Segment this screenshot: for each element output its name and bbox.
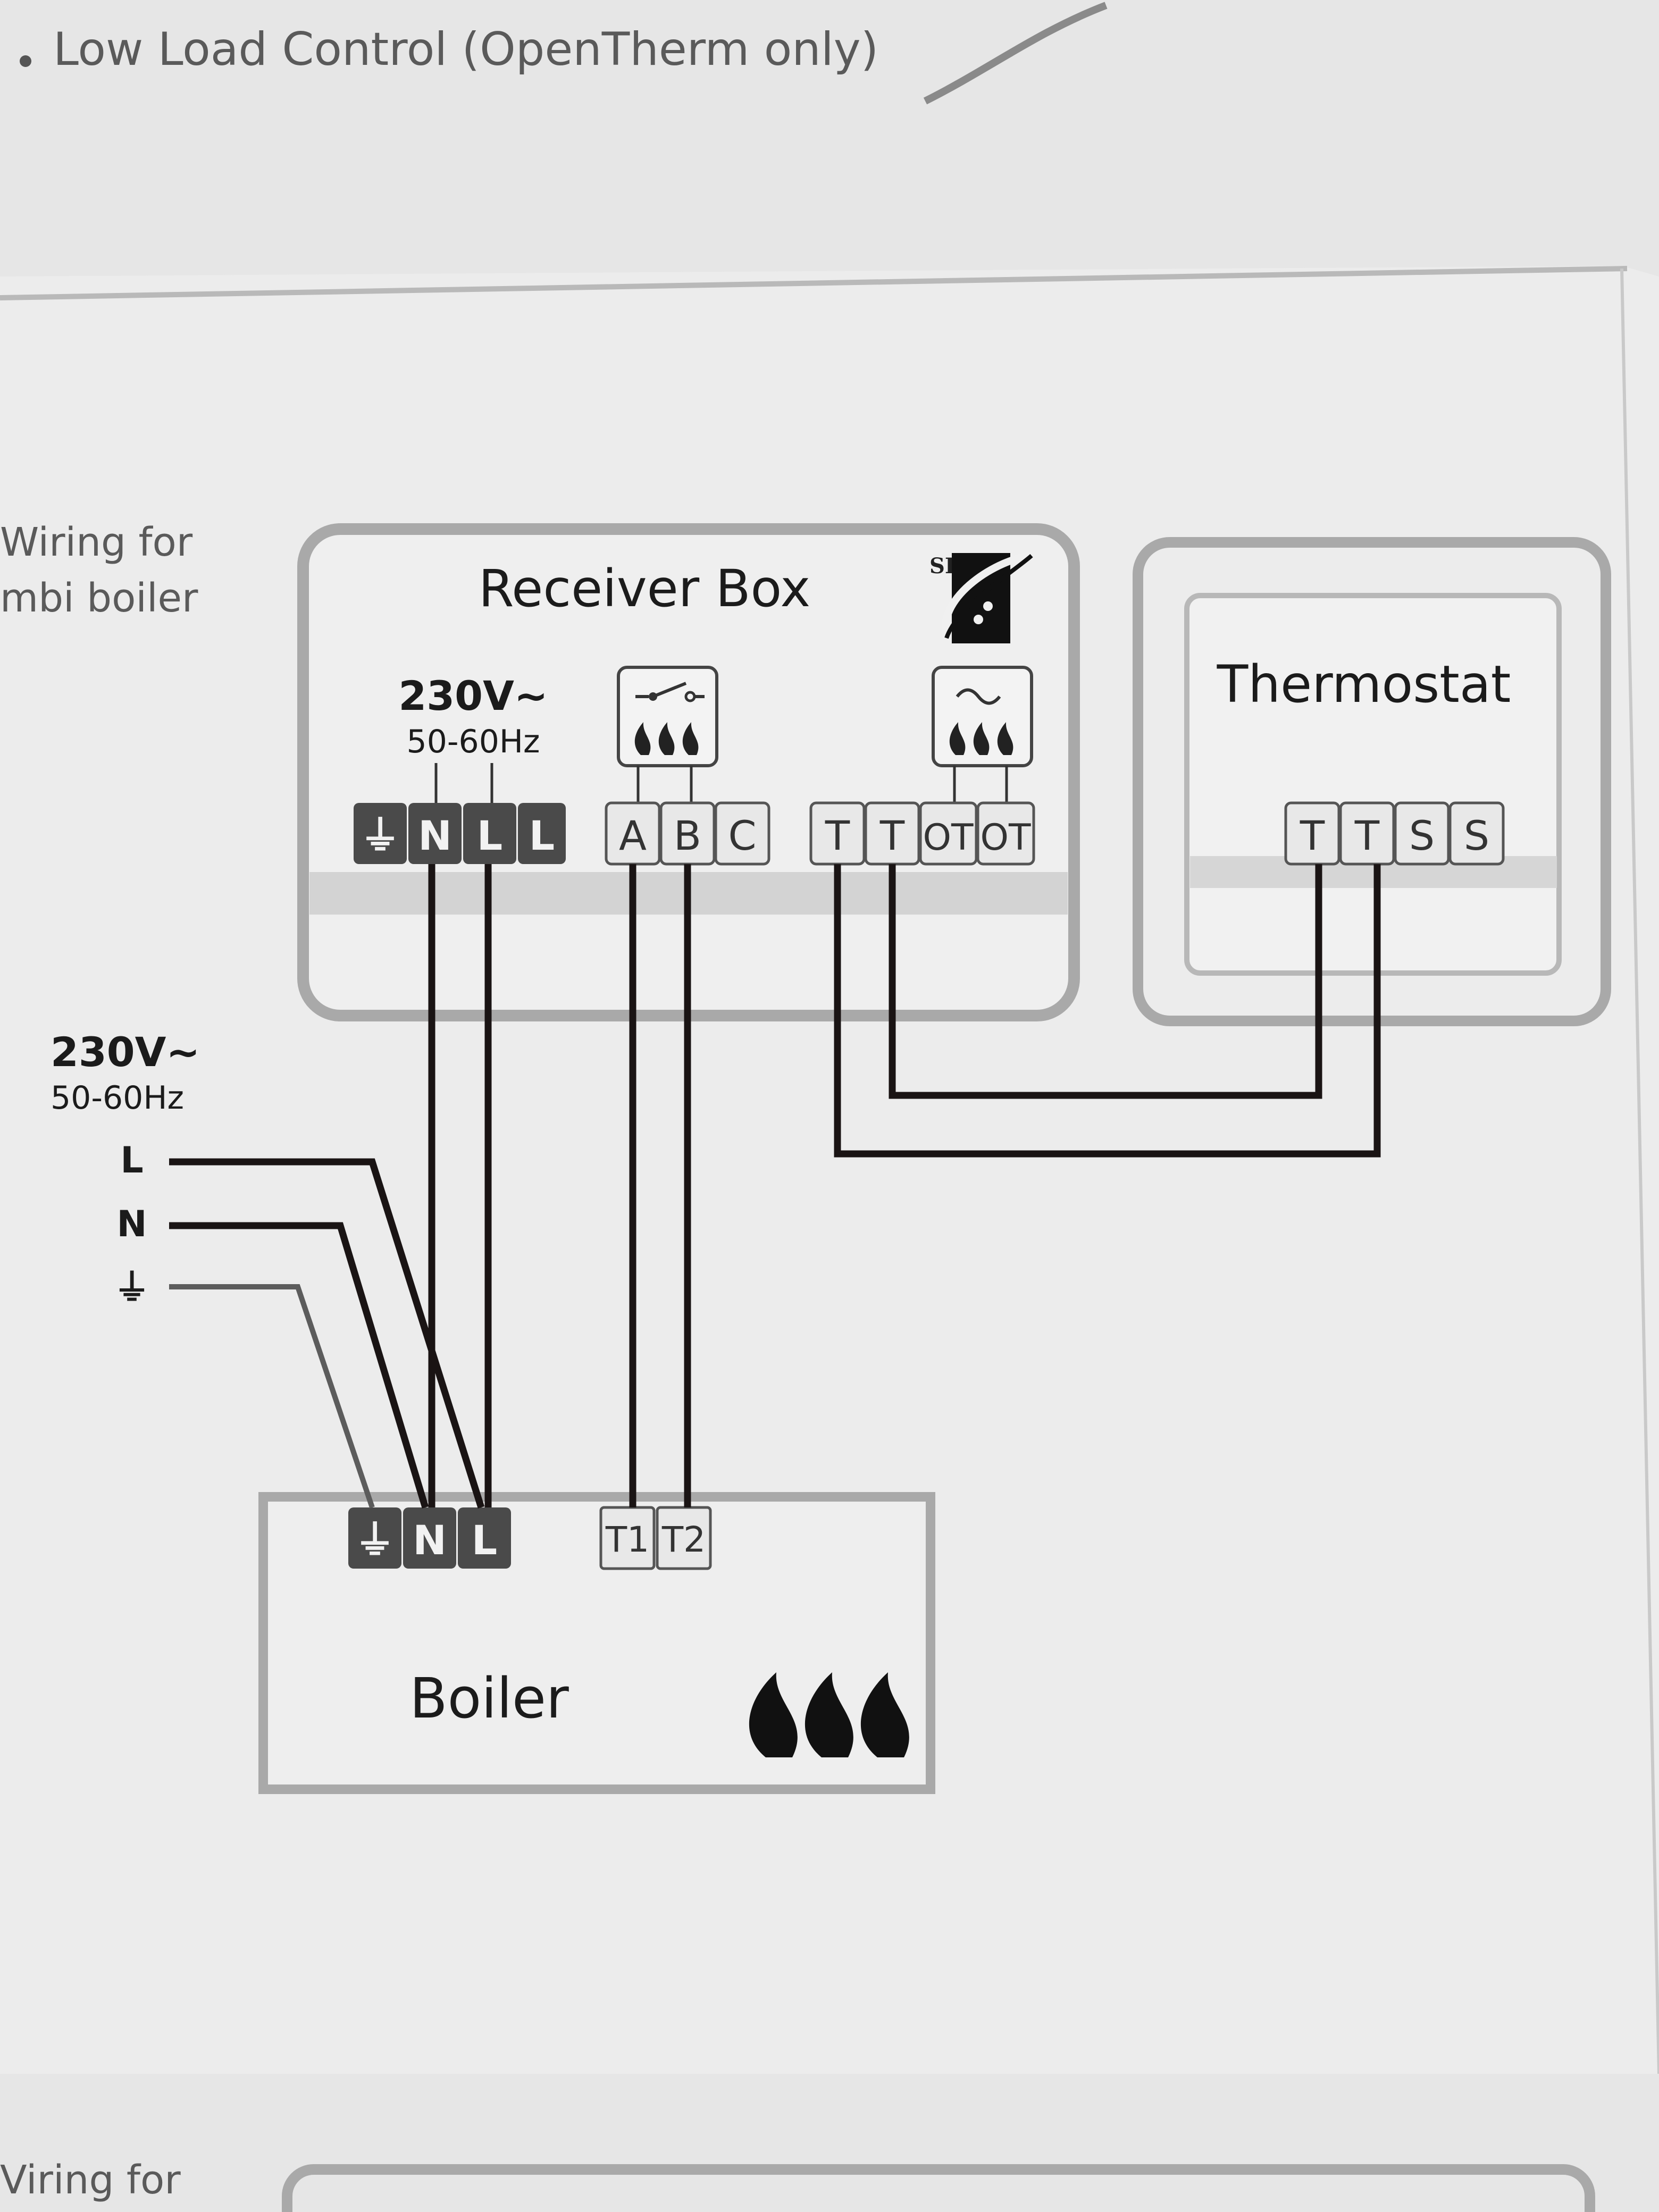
thermostat-title: Thermostat bbox=[1217, 655, 1511, 714]
terminal-a[interactable]: A bbox=[605, 801, 661, 866]
receiver-box-title: Receiver Box bbox=[479, 559, 810, 618]
wave-icon bbox=[956, 688, 1001, 705]
terminal-n[interactable]: N bbox=[408, 803, 462, 864]
flame-icon bbox=[949, 722, 1013, 755]
svg-text:T: T bbox=[879, 812, 905, 859]
wire-t1-thermostat bbox=[834, 864, 1381, 1158]
flame-icon bbox=[634, 722, 699, 755]
svg-text:OT: OT bbox=[923, 817, 974, 859]
boiler-terminal-t1[interactable]: T1 bbox=[599, 1506, 656, 1570]
thermostat-terminal-t2[interactable]: T bbox=[1339, 801, 1395, 866]
terminal-l2[interactable]: L bbox=[518, 803, 566, 864]
svg-text:⏚: ⏚ bbox=[355, 1516, 395, 1564]
page-edge bbox=[1620, 268, 1659, 2074]
boiler-terminal-t2[interactable]: T2 bbox=[656, 1506, 712, 1570]
svg-text:OT: OT bbox=[980, 817, 1031, 859]
thermostat-terminal-s2[interactable]: S bbox=[1448, 801, 1505, 866]
boiler: Boiler ⏚ N L T1 T2 bbox=[258, 1492, 935, 1794]
receiver-comm-terminals: T T OT OT bbox=[809, 801, 1035, 866]
wire-mains-l bbox=[169, 1158, 485, 1509]
terminal-c[interactable]: C bbox=[714, 801, 770, 866]
svg-text:B: B bbox=[674, 812, 701, 859]
boiler-control-terminals: T1 T2 bbox=[599, 1506, 712, 1570]
thermostat-terminals: T T S S bbox=[1284, 801, 1505, 866]
receiver-frequency-label: 50-60Hz bbox=[407, 723, 540, 760]
mains-frequency-label: 50-60Hz bbox=[51, 1079, 184, 1117]
relay-symbol bbox=[617, 666, 718, 767]
svg-text:T: T bbox=[1300, 812, 1325, 859]
boiler-terminal-earth[interactable]: ⏚ bbox=[348, 1507, 401, 1569]
svg-text:N: N bbox=[418, 812, 452, 859]
svg-text:N: N bbox=[413, 1516, 447, 1564]
svg-text:T: T bbox=[825, 812, 850, 859]
svg-text:C: C bbox=[728, 812, 756, 859]
bottom-caption: Viring for bbox=[0, 2157, 181, 2203]
terminal-t1[interactable]: T bbox=[809, 801, 866, 866]
top-note: Low Load Control (OpenTherm only) bbox=[53, 23, 878, 76]
bullet-icon bbox=[20, 55, 31, 67]
svg-text:A: A bbox=[619, 812, 647, 859]
thermostat-terminal-s1[interactable]: S bbox=[1394, 801, 1450, 866]
svg-text:L: L bbox=[477, 812, 502, 859]
svg-text:L: L bbox=[472, 1516, 497, 1564]
wires bbox=[169, 864, 1381, 1509]
mains-voltage-label: 230V~ bbox=[51, 1028, 200, 1076]
mains-input: 230V~ 50-60Hz L N ⏚ bbox=[51, 1028, 200, 1309]
receiver-power-terminals: ⏚ N L L bbox=[354, 803, 566, 864]
terminal-ot1[interactable]: OT bbox=[919, 801, 978, 866]
boiler-terminal-n[interactable]: N bbox=[403, 1507, 456, 1569]
terminal-l1[interactable]: L bbox=[463, 803, 516, 864]
boiler-flame-icon bbox=[749, 1672, 909, 1757]
mains-line-l: L bbox=[120, 1139, 143, 1182]
receiver-voltage-label: 230V~ bbox=[398, 672, 548, 719]
wire-mains-earth bbox=[169, 1284, 375, 1509]
svg-text:L: L bbox=[529, 812, 555, 859]
thermostat-terminal-t1[interactable]: T bbox=[1284, 801, 1340, 866]
opentherm-symbol bbox=[932, 666, 1033, 767]
wire-t2-thermostat bbox=[889, 864, 1322, 1099]
thermostat-inner bbox=[1184, 593, 1562, 976]
thermostat: Thermostat T T S S bbox=[1133, 537, 1611, 1026]
boiler-title: Boiler bbox=[409, 1666, 569, 1731]
svg-text:T2: T2 bbox=[661, 1519, 706, 1560]
terminal-earth[interactable]: ⏚ bbox=[354, 803, 407, 864]
side-caption-line2: mbi boiler bbox=[0, 575, 198, 621]
next-diagram-frame bbox=[282, 2164, 1595, 2212]
pen-stroke bbox=[923, 2, 1108, 105]
boiler-terminal-l[interactable]: L bbox=[458, 1507, 511, 1569]
boiler-power-terminals: ⏚ N L bbox=[348, 1507, 511, 1569]
svg-text:T: T bbox=[1354, 812, 1380, 859]
wire-mains-n bbox=[169, 1222, 429, 1509]
terminal-t2[interactable]: T bbox=[864, 801, 920, 866]
page-fold-line bbox=[0, 266, 1628, 300]
svg-text:T1: T1 bbox=[605, 1519, 649, 1560]
mains-line-earth: ⏚ bbox=[114, 1267, 150, 1309]
sp-logo-icon: SP bbox=[929, 552, 1033, 643]
receiver-relay-terminals: A B C bbox=[605, 801, 770, 866]
svg-text:S: S bbox=[1464, 812, 1489, 859]
terminal-ot2[interactable]: OT bbox=[976, 801, 1035, 866]
terminal-b[interactable]: B bbox=[659, 801, 716, 866]
side-caption-line1: Wiring for bbox=[0, 520, 193, 565]
svg-text:⏚: ⏚ bbox=[360, 812, 400, 859]
mains-line-n: N bbox=[117, 1203, 147, 1245]
svg-text:S: S bbox=[1409, 812, 1435, 859]
